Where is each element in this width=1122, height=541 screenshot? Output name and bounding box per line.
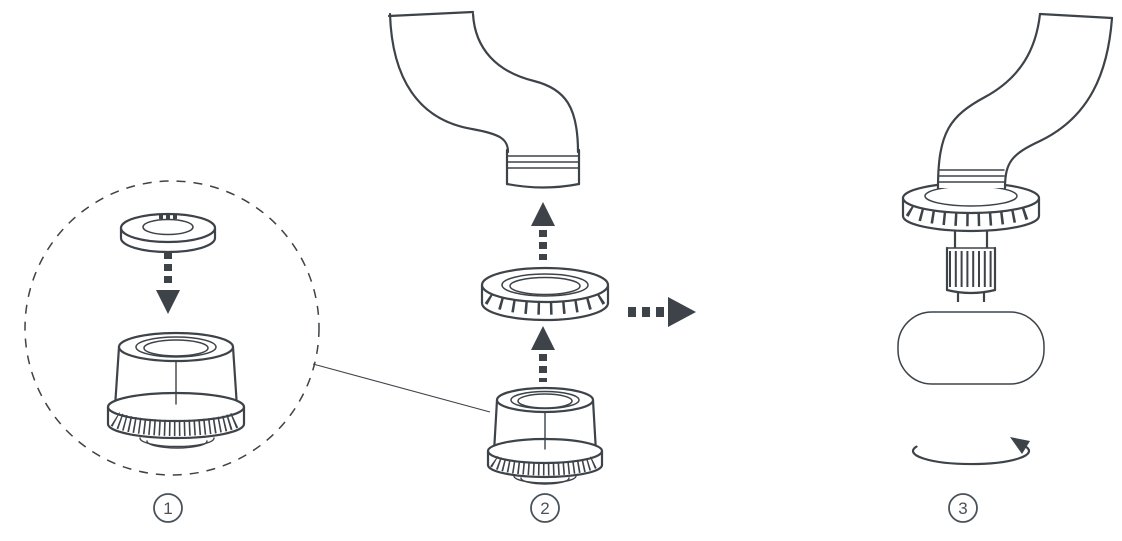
rotate-arrow-icon: [911, 437, 1031, 466]
next-step-arrow-icon: [628, 297, 696, 327]
ribbed-connector-icon: [945, 246, 997, 304]
step1-detail-view: [24, 180, 320, 476]
step3-result: [886, 12, 1114, 466]
step2-assembly: [387, 10, 610, 485]
detail-connector-line: [312, 363, 491, 413]
step-2-number: 2: [540, 499, 549, 518]
knurl-texture: [110, 411, 242, 437]
faucet-adapter-icon: [106, 331, 246, 449]
step-3-badge: 3: [948, 493, 978, 523]
mounting-ring-nut-icon: [901, 181, 1041, 233]
step-2-badge: 2: [530, 493, 560, 523]
faucet-spout-icon: [936, 12, 1114, 190]
step-1-number: 1: [163, 499, 172, 518]
knurl-texture: [490, 455, 600, 476]
dashed-detail-circle: [24, 180, 320, 476]
knurl-texture: [905, 202, 1037, 227]
device-body-icon: [886, 302, 1056, 394]
up-arrow-icon: [531, 202, 555, 260]
faucet-adapter-icon: [486, 386, 604, 485]
washer-ring-icon: [119, 212, 217, 254]
mounting-ring-nut-icon: [480, 266, 610, 322]
faucet-spout-icon: [387, 10, 581, 189]
down-arrow-icon: [156, 252, 180, 314]
step-1-badge: 1: [153, 493, 183, 523]
up-arrow-icon: [531, 326, 555, 382]
step-3-number: 3: [958, 499, 967, 518]
